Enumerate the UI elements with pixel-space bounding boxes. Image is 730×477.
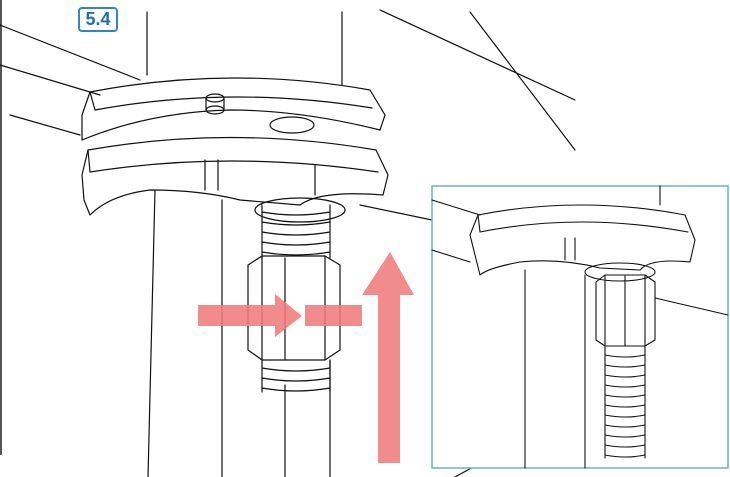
step-number-badge: 5.4: [78, 7, 118, 32]
threaded-rod-lower: [261, 359, 331, 393]
lower-knob: [81, 136, 389, 223]
threaded-rod-upper: [261, 204, 331, 259]
lift-up-arrow-icon: [362, 252, 414, 463]
push-right-arrow-tail: [305, 305, 362, 326]
push-right-arrow-icon: [198, 294, 302, 337]
page-edge-rule: [0, 0, 2, 455]
leader-lines: [0, 9, 576, 221]
inset-detail: [431, 185, 729, 469]
upper-knob: [81, 77, 386, 141]
support-shafts: [146, 11, 343, 477]
